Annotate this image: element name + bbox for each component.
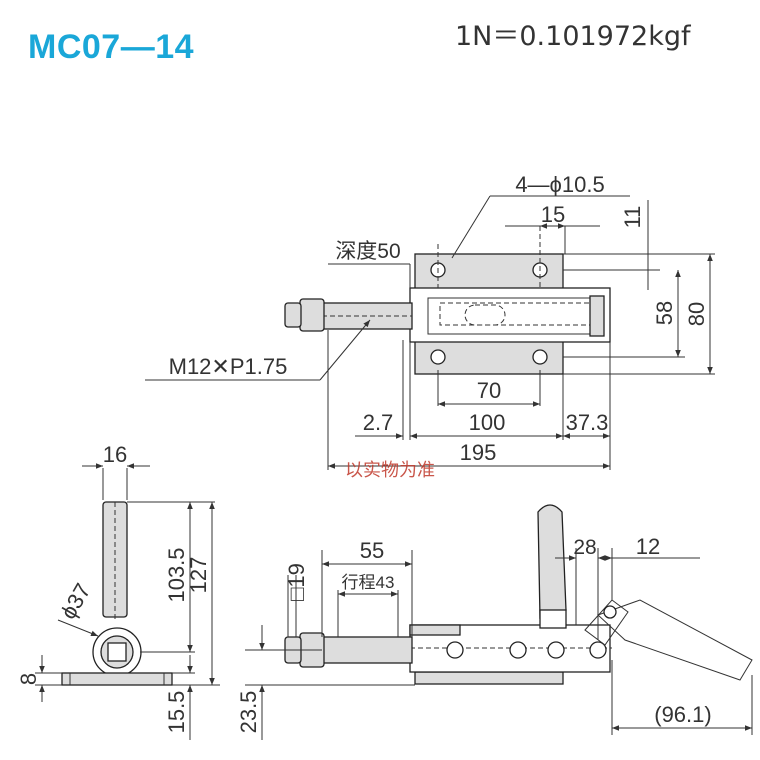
dim-55: 55 — [360, 538, 384, 563]
dim-2-7: 2.7 — [363, 410, 394, 435]
dim-103-5: 103.5 — [164, 547, 189, 602]
dim-16: 16 — [103, 442, 127, 467]
dim-11: 11 — [620, 206, 645, 229]
dim-195: 195 — [460, 440, 497, 465]
dim-37-3: 37.3 — [566, 410, 609, 435]
dim-8: 8 — [16, 673, 41, 685]
top-plunger-tip — [284, 302, 302, 328]
depth-label: 深度50 — [335, 240, 400, 263]
dim-12: 12 — [636, 534, 660, 559]
watermark: 以实物为准 — [345, 460, 435, 480]
hole-bl — [430, 349, 446, 365]
holes-label: 4—ϕ10.5 — [515, 172, 604, 197]
front-handle — [537, 504, 567, 619]
top-plunger-head — [299, 298, 325, 332]
front-view: □19 55 行程43 28 12 23.5 (96.1) — [236, 504, 753, 740]
dim-28: 28 — [573, 536, 596, 559]
dim-58: 58 — [652, 301, 677, 325]
front-plunger-rod — [321, 636, 413, 664]
front-base — [414, 671, 564, 685]
unit-conversion: 1N＝0.101972kgf — [455, 21, 691, 52]
model-title: MC07—14 — [28, 28, 195, 66]
thread-label: M12✕P1.75 — [169, 354, 288, 379]
dim-23-5: 23.5 — [236, 691, 261, 734]
dim-phi37: ϕ37 — [55, 579, 95, 623]
dim-100: 100 — [469, 410, 506, 435]
side-base — [61, 672, 173, 686]
stroke-43: 行程43 — [342, 573, 395, 592]
dim-70: 70 — [477, 378, 501, 403]
top-view: 4—ϕ10.5 15 11 58 80 深度50 M12✕P1.75 — [145, 172, 715, 470]
dim-15-5: 15.5 — [164, 691, 189, 734]
dim-96-1: (96.1) — [654, 702, 711, 727]
side-view: 16 ϕ37 103.5 127 8 15.5 — [16, 442, 220, 740]
front-handle-open — [597, 599, 753, 681]
hole-br — [532, 349, 548, 365]
dim-80: 80 — [684, 302, 709, 326]
dim-127: 127 — [186, 557, 211, 594]
dim-15: 15 — [541, 202, 565, 227]
square-19: □19 — [284, 563, 309, 601]
